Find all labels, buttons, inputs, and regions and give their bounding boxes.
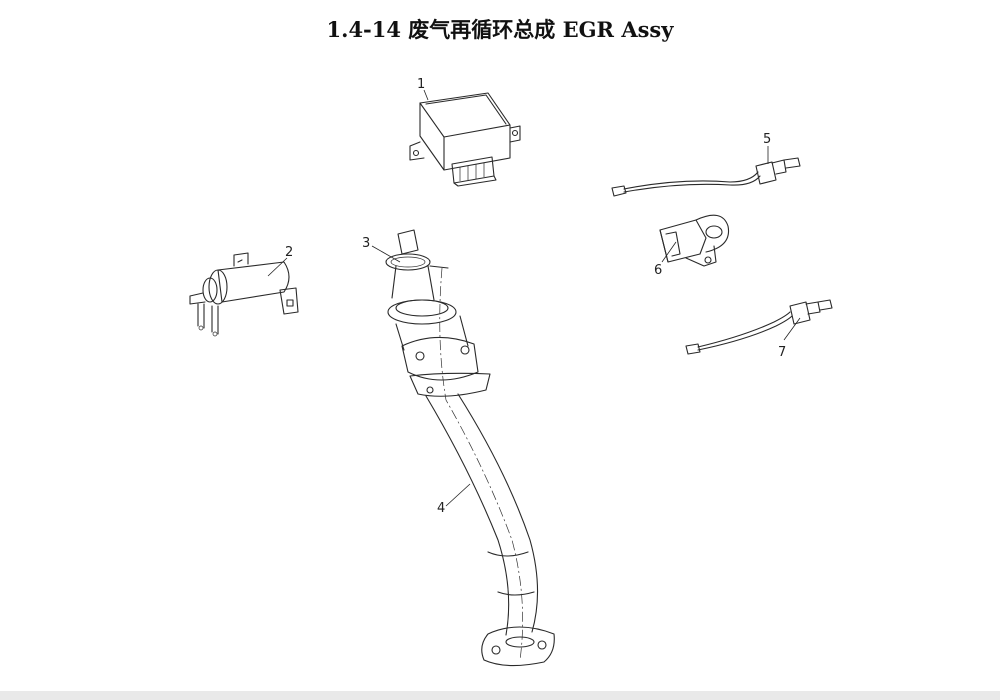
page-title: 1.4-14 废气再循环总成 EGR Assy (326, 17, 674, 42)
part-6-position-sensor (659, 214, 730, 267)
bottom-scroll-bar (0, 691, 1000, 700)
part-2-solenoid-valve (189, 252, 299, 337)
part-1-control-module (409, 92, 521, 187)
part-4-egr-pipe (425, 267, 555, 667)
part-7-temperature-sensor (685, 299, 833, 355)
part-5-temperature-sensor (611, 157, 801, 197)
part-3-egr-valve (385, 229, 491, 397)
